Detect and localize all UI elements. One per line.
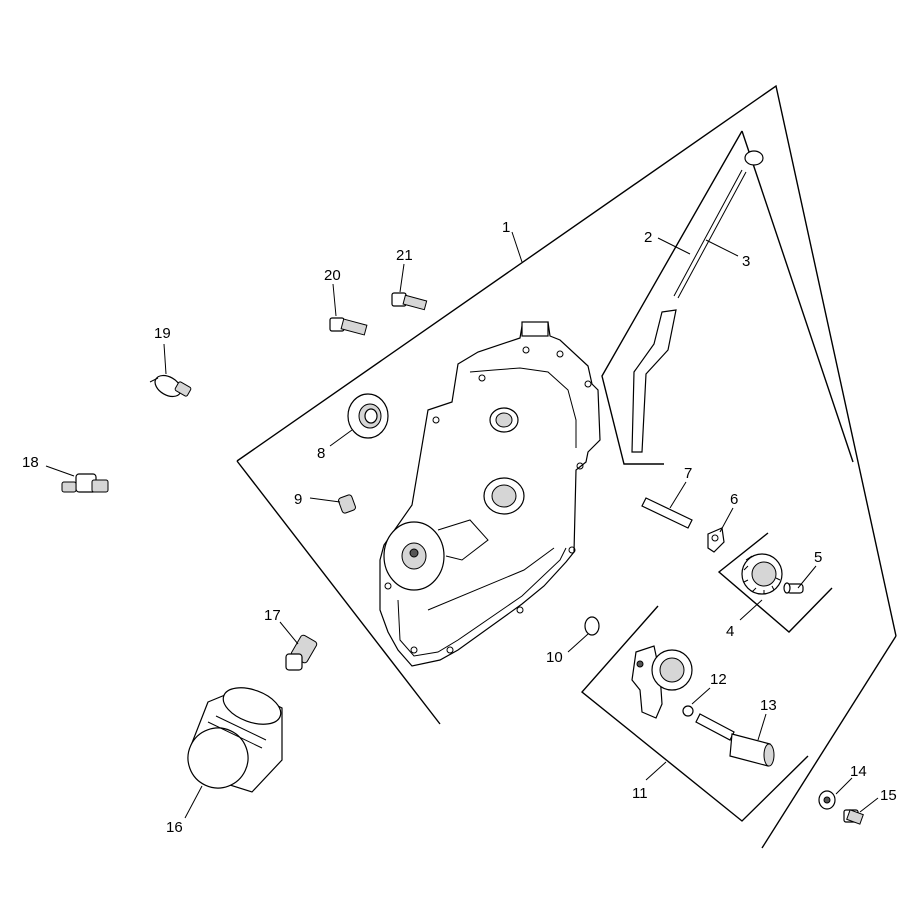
leader-lines bbox=[45, 231, 879, 819]
tab-washer-part bbox=[707, 527, 725, 553]
callout-17: 17 bbox=[264, 607, 281, 624]
shaft-part bbox=[641, 497, 693, 529]
oil-filter-part bbox=[187, 687, 283, 793]
callout-5: 5 bbox=[814, 549, 822, 566]
callout-20: 20 bbox=[324, 267, 341, 284]
callout-6: 6 bbox=[730, 491, 738, 508]
gear-group-frame bbox=[717, 532, 833, 633]
callout-10: 10 bbox=[546, 649, 563, 666]
bolt-15-part bbox=[843, 809, 864, 825]
washer-part bbox=[818, 790, 836, 810]
dipstick-group-frame bbox=[601, 130, 854, 465]
dipstick-part bbox=[631, 150, 764, 453]
callout-2: 2 bbox=[644, 229, 652, 246]
callout-18: 18 bbox=[22, 454, 39, 471]
fitting-part bbox=[285, 634, 318, 671]
callout-7: 7 bbox=[684, 465, 692, 482]
callout-14: 14 bbox=[850, 763, 867, 780]
callout-8: 8 bbox=[317, 445, 325, 462]
callout-3: 3 bbox=[742, 253, 750, 270]
main-group-frame bbox=[236, 84, 897, 849]
elbow-fitting-part bbox=[61, 473, 109, 493]
pump-group-frame bbox=[580, 605, 809, 822]
callout-21: 21 bbox=[396, 247, 413, 264]
gear-cover-part bbox=[379, 321, 601, 667]
callout-15: 15 bbox=[880, 787, 897, 804]
pin-part bbox=[783, 582, 804, 594]
bolt-21-part bbox=[391, 292, 428, 311]
oil-pump-part bbox=[631, 645, 693, 719]
gear-part bbox=[741, 553, 783, 595]
sensor-part bbox=[149, 374, 192, 398]
callout-1: 1 bbox=[502, 219, 510, 236]
bolt-20-part bbox=[329, 317, 368, 336]
callout-12: 12 bbox=[710, 671, 727, 688]
callout-labels: 1 2 3 4 5 6 7 8 9 10 11 12 13 14 15 16 1… bbox=[22, 219, 897, 836]
o-ring-part bbox=[584, 616, 600, 636]
callout-13: 13 bbox=[760, 697, 777, 714]
pump-rotor-part bbox=[695, 713, 775, 767]
callout-11: 11 bbox=[632, 785, 648, 802]
oil-seal-part bbox=[347, 393, 389, 439]
callout-4: 4 bbox=[726, 623, 734, 640]
dowel-part bbox=[338, 494, 356, 514]
small-ring-part bbox=[682, 705, 694, 717]
callout-9: 9 bbox=[294, 491, 302, 508]
callout-19: 19 bbox=[154, 325, 171, 342]
callout-16: 16 bbox=[166, 819, 183, 836]
